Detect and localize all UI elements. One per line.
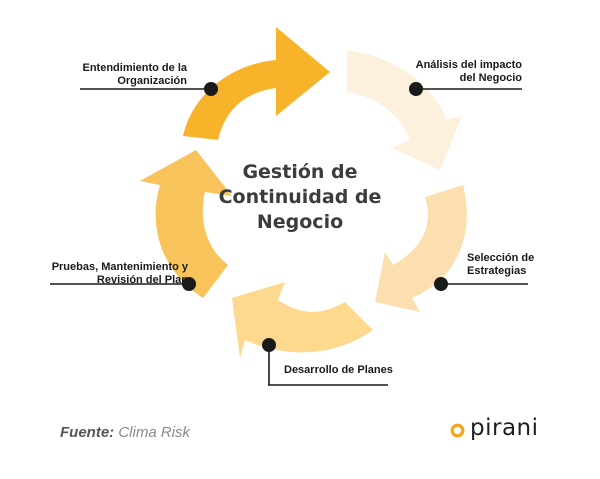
source-text: Clima Risk (118, 424, 191, 441)
center-title-line1: Gestión de (242, 161, 358, 183)
label-analisis-line1: Análisis del impacto (415, 59, 522, 71)
label-analisis: Análisis del impacto del Negocio (416, 59, 522, 85)
connector-dot-analisis (409, 82, 423, 96)
brand-name: pirani (470, 415, 539, 441)
center-title: Gestión de Continuidad de Negocio (205, 160, 395, 235)
label-desarrollo-line1: Desarrollo de Planes (284, 364, 393, 376)
source-note: Fuente: Clima Risk (60, 424, 190, 441)
label-pruebas-line2: Revisión del Plan (96, 274, 188, 286)
connector-dot-entendimiento (204, 82, 218, 96)
label-pruebas: Pruebas, Mantenimiento y Revisión del Pl… (52, 261, 188, 287)
arrow-analisis (347, 50, 462, 170)
label-pruebas-line1: Pruebas, Mantenimiento y (51, 261, 188, 273)
connector-dot-seleccion (434, 277, 448, 291)
label-seleccion: Selección de Estrategias (467, 252, 534, 278)
label-seleccion-line2: Estrategias (467, 265, 527, 277)
center-title-line2: Continuidad de (218, 186, 382, 208)
arrow-entendimiento (183, 27, 330, 140)
label-entendimiento-line2: Organización (117, 75, 187, 87)
brand-logo: pirani (450, 415, 540, 446)
label-seleccion-line1: Selección de (467, 252, 535, 264)
label-desarrollo: Desarrollo de Planes (284, 364, 393, 377)
arrow-seleccion (375, 185, 467, 312)
label-entendimiento: Entendimiento de la Organización (82, 62, 187, 88)
arrow-desarrollo (232, 282, 373, 358)
label-analisis-line2: del Negocio (459, 72, 522, 84)
source-prefix: Fuente: (60, 424, 115, 441)
label-entendimiento-line1: Entendimiento de la (82, 62, 187, 74)
connector-dot-desarrollo (262, 338, 276, 352)
brand-mark-icon (450, 423, 465, 438)
arrow-pruebas (140, 150, 232, 298)
center-title-line3: Negocio (256, 211, 344, 233)
connector-dot-pruebas (182, 277, 196, 291)
